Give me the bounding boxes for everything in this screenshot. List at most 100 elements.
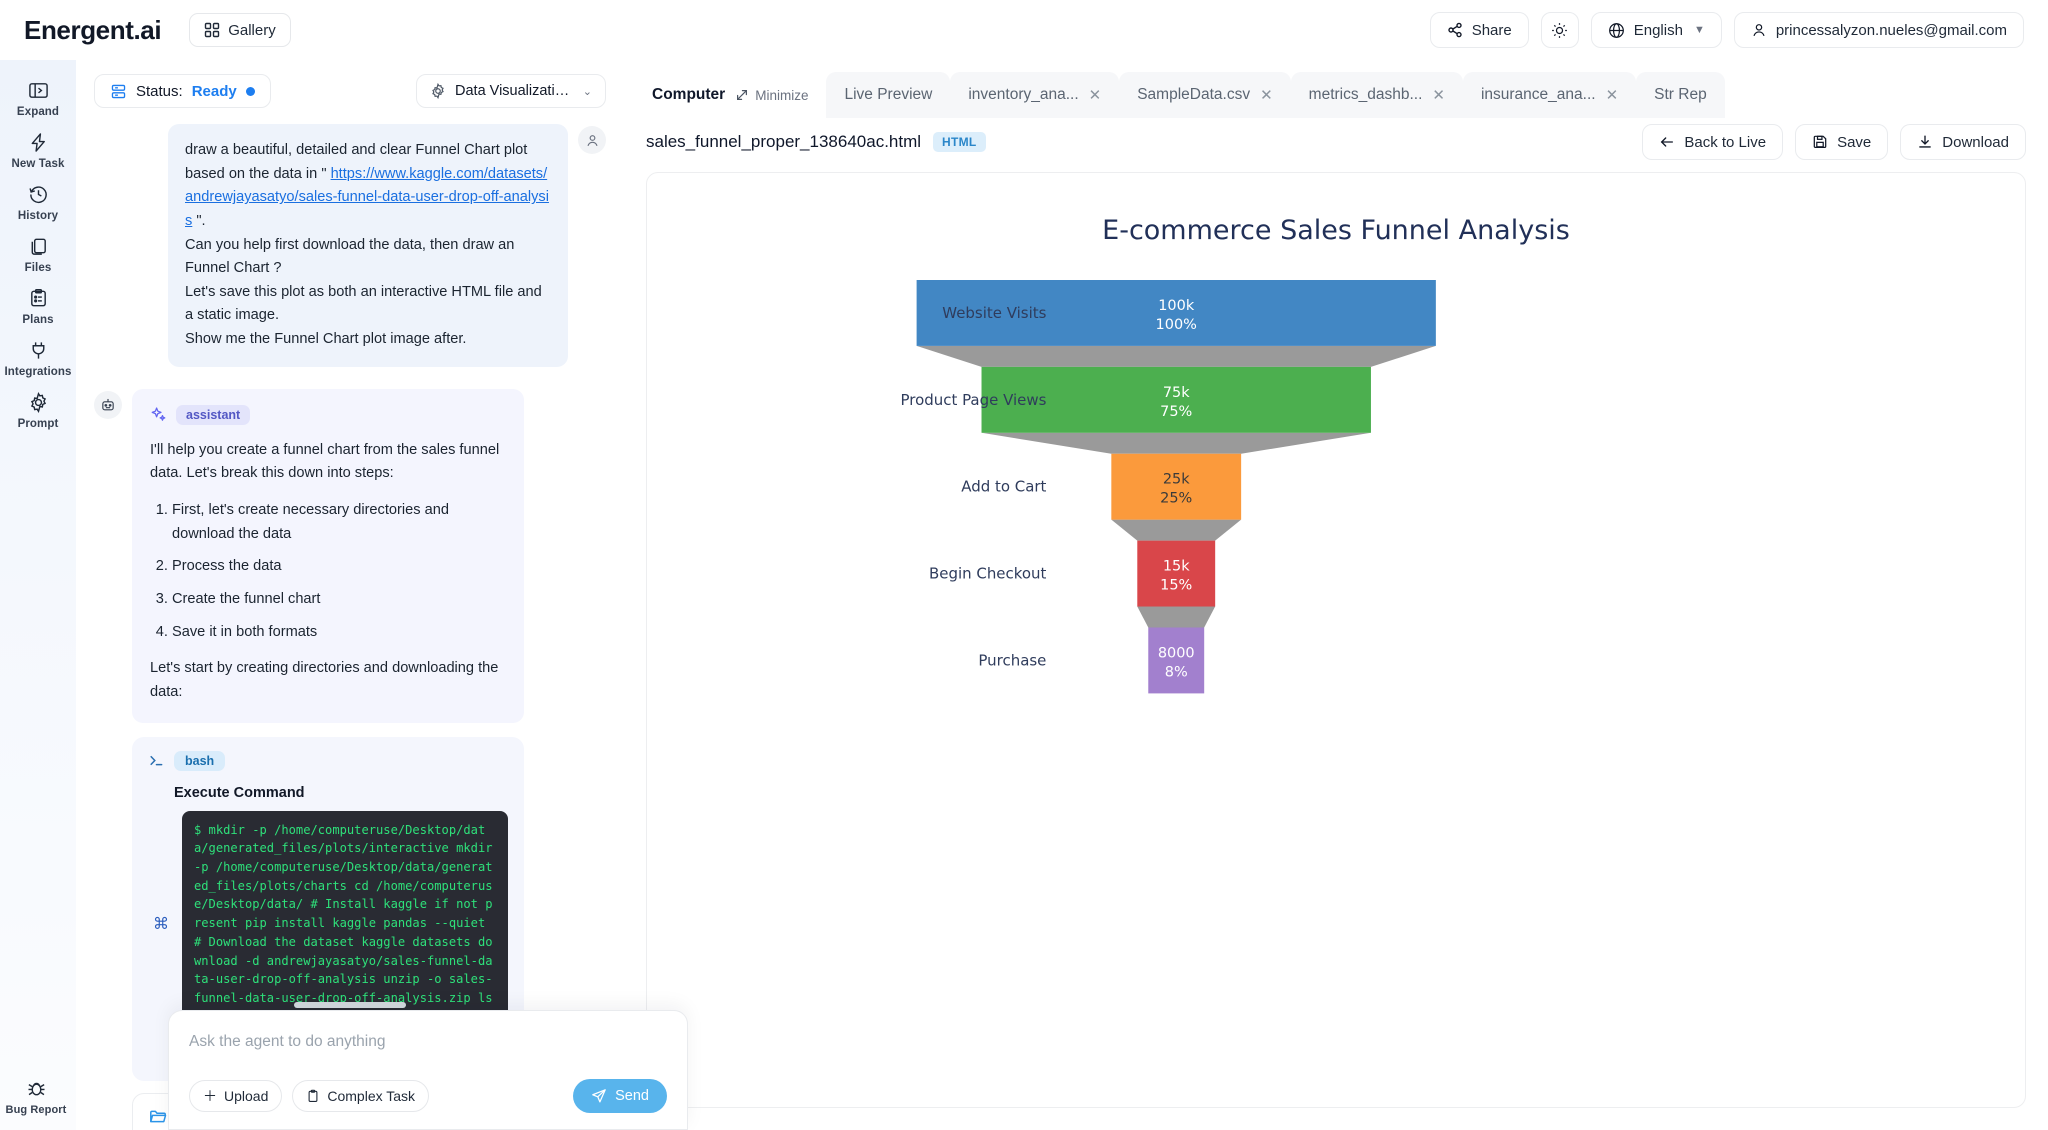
assistant-step: First, let's create necessary directorie… <box>172 499 506 546</box>
send-button[interactable]: Send <box>573 1079 667 1113</box>
funnel-chart: E-commerce Sales Funnel Analysis Website… <box>647 173 2025 1107</box>
theme-toggle-button[interactable] <box>1540 12 1579 48</box>
user-message-line1-end: ". <box>192 212 206 229</box>
scroll-handle[interactable] <box>294 1002 406 1008</box>
funnel-bar[interactable] <box>1148 627 1205 694</box>
share-button[interactable]: Share <box>1429 12 1529 48</box>
account-email: princessalyzon.nueles@gmail.com <box>1775 21 2007 39</box>
user-message-line4: Show me the Funnel Chart plot image afte… <box>185 331 467 348</box>
language-label: English <box>1633 21 1683 39</box>
send-label: Send <box>615 1088 649 1104</box>
share-icon <box>1447 22 1463 38</box>
sidebar-item-new-task[interactable]: New Task <box>2 122 74 174</box>
close-icon[interactable]: ✕ <box>1260 87 1273 104</box>
chat-input[interactable]: Ask the agent to do anything <box>189 1033 386 1050</box>
top-bar: Energent.ai Gallery Share <box>0 0 2048 60</box>
complex-task-button[interactable]: Complex Task <box>292 1080 430 1112</box>
sidebar-item-expand[interactable]: Expand <box>2 70 74 122</box>
sidebar-item-history[interactable]: History <box>2 174 74 226</box>
back-to-live-button[interactable]: Back to Live <box>1642 124 1784 160</box>
tab-live-preview[interactable]: Live Preview <box>826 72 951 118</box>
funnel-percent-label: 8% <box>1165 664 1188 680</box>
message-assistant: assistant I'll help you create a funnel … <box>94 388 606 1081</box>
funnel-percent-label: 75% <box>1160 404 1192 420</box>
assistant-step: Create the funnel chart <box>172 588 506 612</box>
language-selector[interactable]: English ▼ <box>1590 12 1722 48</box>
chevron-down-icon: ▼ <box>1693 24 1705 36</box>
minimize-button[interactable]: Minimize <box>735 88 808 103</box>
app-body: Expand New Task History <box>0 60 2048 1130</box>
bug-icon <box>26 1078 47 1099</box>
minimize-label: Minimize <box>755 87 809 103</box>
funnel-value-label: 8000 <box>1158 645 1195 661</box>
chart-title: E-commerce Sales Funnel Analysis <box>1102 215 1570 246</box>
funnel-stage-label: Begin Checkout <box>929 565 1047 583</box>
save-label: Save <box>1837 133 1872 151</box>
funnel-bar[interactable] <box>1137 540 1216 607</box>
gear-icon <box>430 83 446 99</box>
html-preview-viewer[interactable]: E-commerce Sales Funnel Analysis Website… <box>646 172 2026 1108</box>
command-icon: ⌘ <box>153 915 169 933</box>
sidebar-label: Integrations <box>4 366 72 378</box>
status-dot-icon <box>245 86 255 96</box>
funnel-connector <box>1137 606 1216 628</box>
funnel-value-label: 100k <box>1158 298 1195 314</box>
gallery-label: Gallery <box>228 21 276 39</box>
sidebar-item-bug-report[interactable]: Bug Report <box>0 1068 72 1120</box>
sidebar-label: Files <box>24 262 52 274</box>
plus-icon: ＋ <box>203 1088 217 1104</box>
sidebar-item-plans[interactable]: Plans <box>2 278 74 330</box>
command-row: ⌘ $ mkdir -p /home/computeruse/Desktop/d… <box>148 810 508 1037</box>
close-icon[interactable]: ✕ <box>1432 87 1445 104</box>
sidebar-label: New Task <box>11 158 65 170</box>
tab-metrics-dashboard[interactable]: metrics_dashb... ✕ <box>1290 72 1463 118</box>
funnel-bar[interactable] <box>916 280 1436 346</box>
tool-exec-title: Execute Command <box>174 784 305 801</box>
tab-label: metrics_dashb... <box>1308 86 1423 103</box>
assistant-content: assistant I'll help you create a funnel … <box>132 388 524 1081</box>
status-badge[interactable]: Status: Ready <box>94 74 271 108</box>
complex-task-label: Complex Task <box>327 1088 416 1104</box>
funnel-value-label: 15k <box>1163 559 1190 575</box>
sidebar-item-integrations[interactable]: Integrations <box>2 330 74 382</box>
close-icon[interactable]: ✕ <box>1088 87 1102 104</box>
chat-message-list[interactable]: draw a beautiful, detailed and clear Fun… <box>76 114 624 1130</box>
top-bar-actions: Share <box>1429 12 2024 48</box>
funnel-stage-label: Product Page Views <box>900 391 1046 409</box>
funnel-bar[interactable] <box>1111 453 1242 520</box>
funnel-bar[interactable] <box>981 366 1371 433</box>
save-button[interactable]: Save <box>1795 124 1889 160</box>
tab-insurance-analysis[interactable]: insurance_ana... ✕ <box>1462 72 1637 118</box>
sidebar-label: Prompt <box>17 418 59 430</box>
user-message-line3: Let's save this plot as both an interact… <box>185 283 542 324</box>
expand-panel-icon <box>28 80 49 101</box>
funnel-percent-label: 100% <box>1156 317 1197 333</box>
chevron-down-icon: ⌄ <box>582 85 592 98</box>
sidebar-item-prompt[interactable]: Prompt <box>2 382 74 434</box>
chat-panel: Status: Ready Data Visualizatio... ⌄ <box>76 60 688 1130</box>
sidebar-label: Bug Report <box>5 1104 67 1116</box>
gallery-button[interactable]: Gallery <box>189 13 291 47</box>
download-button[interactable]: Download <box>1900 124 2026 160</box>
funnel-connector <box>916 345 1436 367</box>
user-message-bubble: draw a beautiful, detailed and clear Fun… <box>168 124 568 367</box>
mode-selector[interactable]: Data Visualizatio... ⌄ <box>416 74 606 108</box>
tab-label: SampleData.csv <box>1137 86 1251 103</box>
globe-icon <box>1608 22 1625 39</box>
status-value: Ready <box>191 82 237 100</box>
sidebar-label: Plans <box>22 314 54 326</box>
tab-sampledata-csv[interactable]: SampleData.csv ✕ <box>1119 72 1291 118</box>
tab-str-rep[interactable]: Str Rep <box>1636 72 1725 118</box>
assistant-outro: Let's start by creating directories and … <box>150 660 499 700</box>
account-button[interactable]: princessalyzon.nueles@gmail.com <box>1733 12 2024 48</box>
upload-button[interactable]: ＋ Upload <box>189 1080 283 1112</box>
save-disk-icon <box>1812 134 1828 150</box>
tab-computer[interactable]: Computer Minimize <box>634 72 827 118</box>
dataset-link[interactable]: https://www.kaggle.com/datasets/andrewja… <box>185 165 549 229</box>
sidebar-item-files[interactable]: Files <box>2 226 74 278</box>
tab-label: Str Rep <box>1654 86 1707 103</box>
tab-inventory-analysis[interactable]: inventory_ana... ✕ <box>950 72 1120 118</box>
terminal-icon <box>148 752 165 769</box>
sun-icon <box>1551 22 1568 39</box>
close-icon[interactable]: ✕ <box>1605 87 1619 104</box>
